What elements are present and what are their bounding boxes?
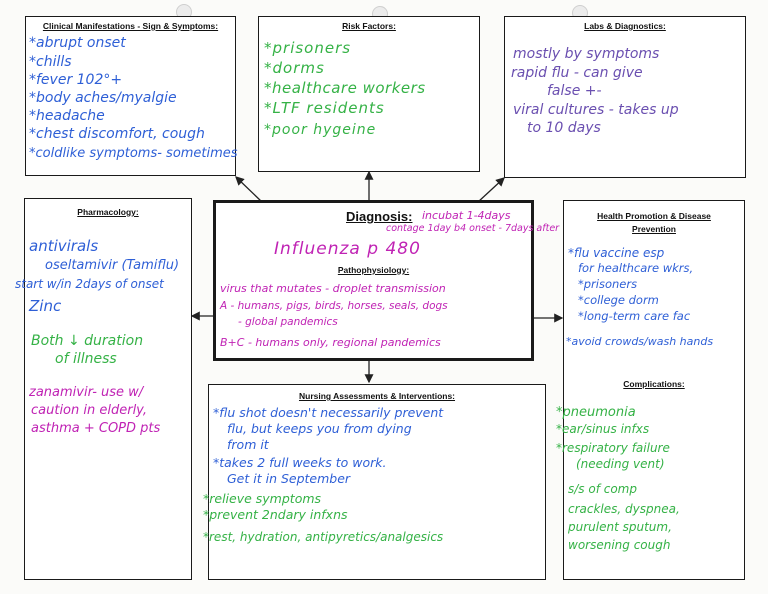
- clinical-item: *body aches/myalgie: [29, 90, 177, 106]
- pharm-effect-line: Both ↓ duration: [31, 333, 144, 349]
- clinical-item: *abrupt onset: [29, 35, 126, 51]
- pharm-effect-line: of illness: [55, 351, 117, 367]
- health-item: for healthcare wkrs,: [578, 261, 694, 275]
- risk-item: *healthcare workers: [264, 79, 426, 97]
- complication-sign: worsening cough: [568, 538, 671, 552]
- patho-line: A - humans, pigs, birds, horses, seals, …: [220, 300, 448, 312]
- nursing-intervention: *relieve symptoms: [203, 491, 322, 506]
- diagnosis-box: Diagnosis: incubat 1-4days contage 1day …: [213, 200, 559, 361]
- health-title-line2: Prevention: [632, 224, 676, 234]
- pharm-zanamivir-line: asthma + COPD pts: [31, 421, 161, 436]
- clinical-item: *chills: [29, 54, 72, 70]
- nursing-intervention: *prevent 2ndary infxns: [203, 507, 348, 522]
- health-item: *college dorm: [578, 293, 659, 307]
- complication-item: *pneumonia: [556, 405, 636, 420]
- nursing-flu-shot-line: flu, but keeps you from dying: [227, 421, 412, 436]
- health-item: *avoid crowds/wash hands: [566, 335, 714, 348]
- complication-item: *respiratory failure: [556, 441, 670, 455]
- patho-line: virus that mutates - droplet transmissio…: [220, 282, 446, 295]
- labs-title: Labs & Diagnostics:: [584, 21, 666, 31]
- incubation-note: incubat 1-4days: [422, 209, 511, 222]
- patho-line: B+C - humans only, regional pandemics: [220, 336, 441, 349]
- contagious-note: contage 1day b4 onset - 7days after: [386, 223, 560, 234]
- complication-sign: s/s of comp: [568, 482, 637, 496]
- pharm-zanamivir-line: caution in elderly,: [31, 403, 148, 418]
- pharm-drug-line: antivirals: [29, 237, 99, 255]
- health-title-line1: Health Promotion & Disease: [597, 211, 711, 221]
- health-item: *prisoners: [578, 277, 638, 291]
- labs-line: rapid flu - can give: [511, 65, 643, 81]
- risk-item: *poor hygeine: [264, 122, 377, 138]
- clinical-title: Clinical Manifestations - Sign & Symptom…: [42, 21, 219, 31]
- risk-item: *LTF residents: [264, 99, 385, 117]
- diagnosis-name: Influenza p 480: [274, 239, 421, 259]
- labs-line: mostly by symptoms: [513, 46, 660, 62]
- risk-item: *dorms: [264, 59, 325, 77]
- clinical-item: *headache: [29, 108, 105, 124]
- labs-diagnostics-box: Labs & Diagnostics: mostly by symptoms r…: [504, 16, 746, 178]
- clinical-manifestations-box: Clinical Manifestations - Sign & Symptom…: [25, 16, 238, 176]
- nursing-flu-shot-line: Get it in September: [227, 471, 351, 486]
- pharmacology-box: Pharmacology: antivirals oseltamivir (Ta…: [15, 198, 192, 580]
- pharm-zanamivir-line: zanamivir- use w/: [29, 385, 144, 400]
- complication-item: *ear/sinus infxs: [556, 422, 650, 436]
- complication-sign: purulent sputum,: [568, 520, 672, 534]
- risk-item: *prisoners: [264, 39, 352, 57]
- nursing-title: Nursing Assessments & Interventions:: [298, 391, 456, 401]
- patho-title: Pathophysiology:: [337, 265, 410, 275]
- nursing-flu-shot-line: *takes 2 full weeks to work.: [213, 455, 387, 470]
- pharm-drug-line: Zinc: [29, 297, 62, 315]
- health-promotion-box: Health Promotion & Disease Prevention *f…: [556, 200, 745, 580]
- health-item: *flu vaccine esp: [568, 246, 665, 260]
- labs-line: to 10 days: [527, 120, 601, 136]
- arrow-to-labs: [477, 177, 505, 203]
- nursing-intervention: *rest, hydration, antipyretics/analgesic…: [203, 530, 444, 544]
- pharm-drug-line: start w/in 2days of onset: [15, 277, 164, 291]
- complication-sign: crackles, dyspnea,: [568, 502, 680, 516]
- arrow-to-clinical: [235, 176, 263, 203]
- patho-line: - global pandemics: [238, 316, 338, 328]
- complications-title: Complications:: [623, 379, 685, 389]
- clinical-item: *chest discomfort, cough: [29, 126, 205, 142]
- labs-line: viral cultures - takes up: [513, 102, 679, 118]
- complication-item: (needing vent): [576, 457, 665, 471]
- clinical-item: *coldlike symptoms- sometimes: [29, 146, 238, 161]
- nursing-box: Nursing Assessments & Interventions: *fl…: [203, 384, 546, 580]
- nursing-flu-shot-line: *flu shot doesn't necessarily prevent: [213, 405, 444, 420]
- pharm-drug-line: oseltamivir (Tamiflu): [45, 258, 180, 273]
- risk-title: Risk Factors:: [342, 21, 396, 31]
- pharm-title: Pharmacology:: [77, 207, 139, 217]
- diagnosis-title: Diagnosis:: [346, 209, 413, 224]
- risk-factors-box: Risk Factors: *prisoners *dorms *healthc…: [258, 16, 480, 172]
- labs-line: false +-: [547, 83, 602, 99]
- clinical-item: *fever 102°+: [29, 72, 123, 88]
- nursing-flu-shot-line: from it: [227, 437, 269, 452]
- health-item: *long-term care fac: [578, 309, 691, 323]
